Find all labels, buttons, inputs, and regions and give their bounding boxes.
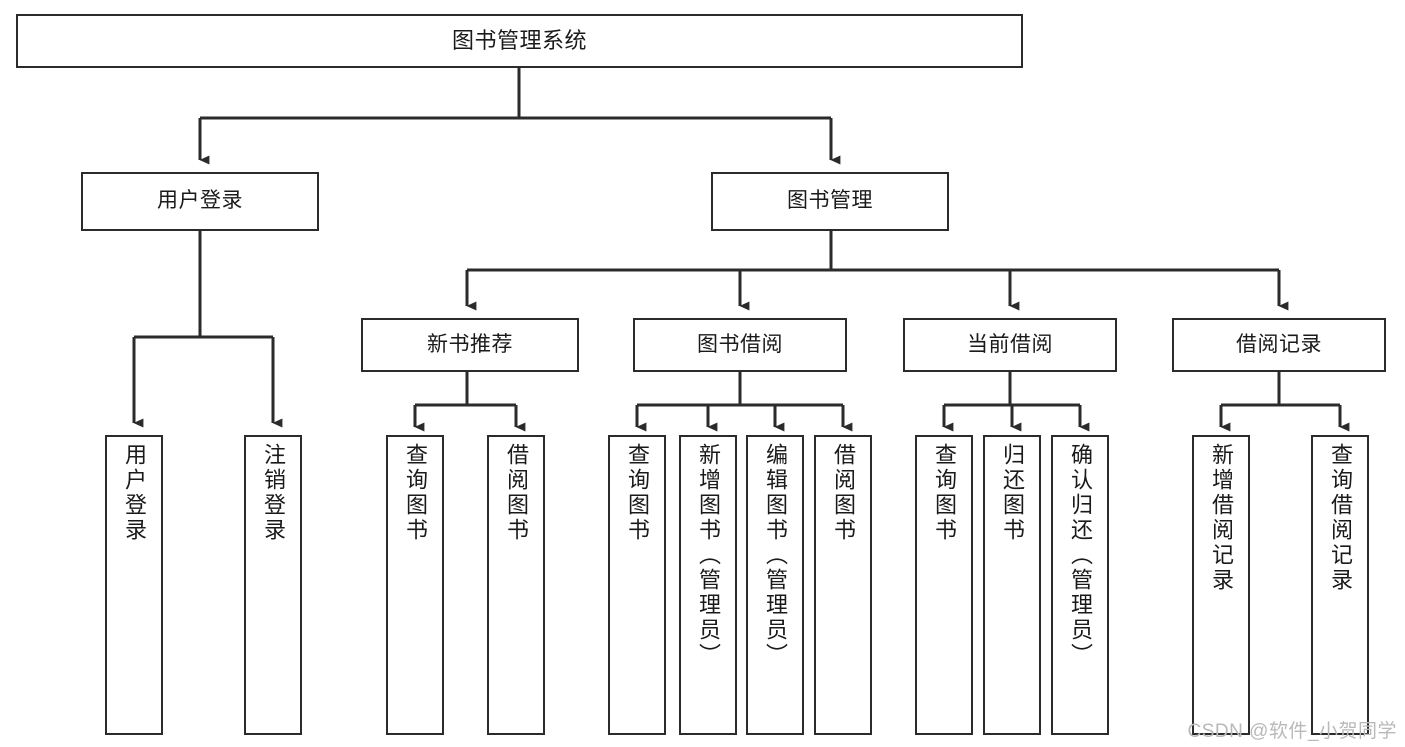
node-borrow-records-label: 借阅记录 — [1236, 332, 1322, 356]
node-leaf-edit-book-admin[interactable]: 编辑图书（管理员） — [746, 435, 804, 735]
node-leaf-add-borrow-record[interactable]: 新增借阅记录 — [1192, 435, 1250, 735]
node-leaf-query-borrow-record[interactable]: 查询借阅记录 — [1311, 435, 1369, 735]
node-leaf-query-book-new[interactable]: 查询图书 — [386, 435, 444, 735]
node-book-management-label: 图书管理 — [787, 189, 873, 213]
node-leaf-borrow-book-new-label: 借阅图书 — [504, 443, 529, 543]
node-leaf-return-book-label: 归还图书 — [1000, 443, 1025, 543]
node-borrow-records[interactable]: 借阅记录 — [1172, 318, 1386, 372]
node-leaf-borrow-book[interactable]: 借阅图书 — [814, 435, 872, 735]
node-leaf-query-borrow-record-label: 查询借阅记录 — [1328, 443, 1353, 593]
node-current-borrow-label: 当前借阅 — [967, 332, 1053, 356]
node-leaf-confirm-return-admin-label: 确认归还（管理员） — [1068, 443, 1093, 668]
node-new-book-recommend[interactable]: 新书推荐 — [361, 318, 579, 372]
node-user-login[interactable]: 用户登录 — [81, 172, 319, 231]
node-leaf-borrow-book-label: 借阅图书 — [831, 443, 856, 543]
watermark: CSDN @软件_小贺同学 — [1187, 721, 1397, 742]
node-leaf-confirm-return-admin[interactable]: 确认归还（管理员） — [1051, 435, 1109, 735]
node-book-management[interactable]: 图书管理 — [711, 172, 949, 231]
node-new-book-recommend-label: 新书推荐 — [427, 332, 513, 356]
node-leaf-edit-book-admin-label: 编辑图书（管理员） — [763, 443, 788, 668]
node-leaf-borrow-book-new[interactable]: 借阅图书 — [487, 435, 545, 735]
node-leaf-add-book-admin-label: 新增图书（管理员） — [696, 443, 721, 668]
node-leaf-add-borrow-record-label: 新增借阅记录 — [1209, 443, 1234, 593]
node-leaf-logout[interactable]: 注销登录 — [244, 435, 302, 735]
node-leaf-query-book-current[interactable]: 查询图书 — [915, 435, 973, 735]
node-leaf-add-book-admin[interactable]: 新增图书（管理员） — [679, 435, 737, 735]
node-leaf-query-book-current-label: 查询图书 — [932, 443, 957, 543]
node-leaf-query-book-new-label: 查询图书 — [403, 443, 428, 543]
node-leaf-query-book-borrow-label: 查询图书 — [625, 443, 650, 543]
node-root[interactable]: 图书管理系统 — [16, 14, 1023, 68]
node-root-label: 图书管理系统 — [451, 28, 587, 54]
node-current-borrow[interactable]: 当前借阅 — [903, 318, 1117, 372]
node-leaf-user-login-label: 用户登录 — [122, 443, 147, 543]
node-book-borrow[interactable]: 图书借阅 — [633, 318, 847, 372]
node-user-login-label: 用户登录 — [157, 189, 243, 213]
node-book-borrow-label: 图书借阅 — [697, 332, 783, 356]
node-leaf-user-login[interactable]: 用户登录 — [105, 435, 163, 735]
node-leaf-logout-label: 注销登录 — [261, 443, 286, 543]
node-leaf-return-book[interactable]: 归还图书 — [983, 435, 1041, 735]
node-leaf-query-book-borrow[interactable]: 查询图书 — [608, 435, 666, 735]
